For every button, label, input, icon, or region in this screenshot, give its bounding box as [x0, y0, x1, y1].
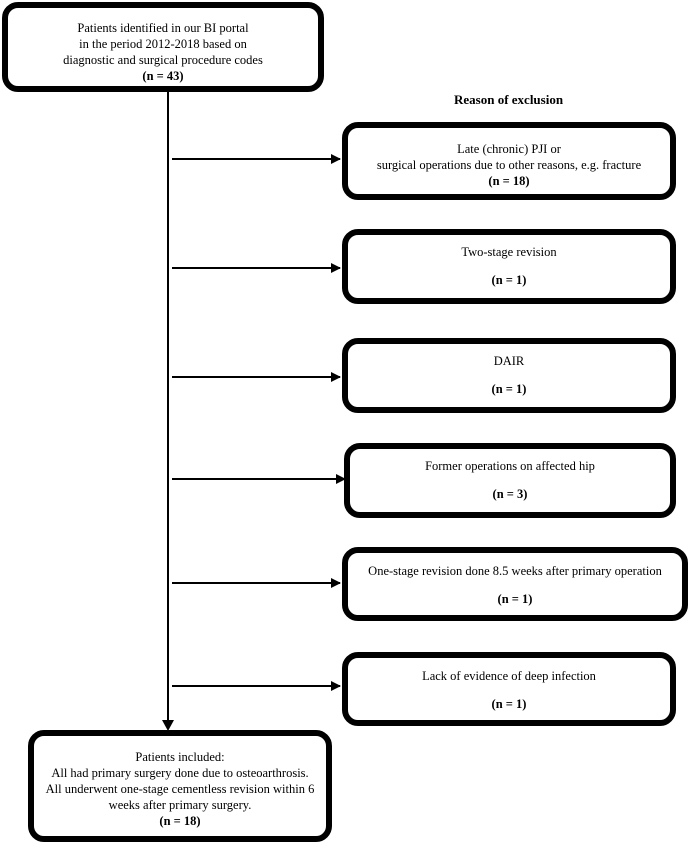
exclusion-box-no-deep-infection: Lack of evidence of deep infection (n = … — [342, 652, 676, 726]
exclusion-6-count: (n = 1) — [491, 697, 527, 711]
exclusion-box-former-operations: Former operations on affected hip (n = 3… — [344, 443, 676, 518]
identified-count: (n = 43) — [142, 69, 184, 83]
exclusion-4-count: (n = 3) — [492, 487, 528, 501]
exclusion-box-one-stage-late: One-stage revision done 8.5 weeks after … — [342, 547, 688, 621]
exclusion-2-count: (n = 1) — [491, 273, 527, 287]
included-patients-box: Patients included: All had primary surge… — [28, 730, 332, 842]
identified-line-2: in the period 2012-2018 based on — [79, 37, 247, 51]
identified-line-3: diagnostic and surgical procedure codes — [63, 53, 263, 67]
exclusion-5-line-1: One-stage revision done 8.5 weeks after … — [368, 564, 662, 578]
exclusion-1-line-2: surgical operations due to other reasons… — [376, 158, 642, 172]
exclusion-box-late-pji: Late (chronic) PJI or surgical operation… — [342, 122, 676, 200]
exclusion-6-line-1: Lack of evidence of deep infection — [422, 669, 596, 683]
main-arrowhead — [162, 720, 174, 731]
included-count: (n = 18) — [159, 814, 201, 828]
included-line-1: Patients included: — [135, 750, 225, 764]
included-line-4: weeks after primary surgery. — [108, 798, 252, 812]
exclusion-3-line-1: DAIR — [493, 354, 525, 368]
included-line-3: All underwent one-stage cementless revis… — [45, 782, 315, 796]
exclusion-heading: Reason of exclusion — [454, 92, 564, 107]
exclusion-5-count: (n = 1) — [497, 592, 533, 606]
identified-patients-box: Patients identified in our BI portal in … — [2, 2, 324, 92]
exclusion-1-line-1: Late (chronic) PJI or — [457, 142, 561, 156]
exclusion-1-count: (n = 18) — [488, 174, 530, 188]
identified-line-1: Patients identified in our BI portal — [77, 21, 249, 35]
included-line-2: All had primary surgery done due to oste… — [51, 766, 309, 780]
exclusion-box-two-stage: Two-stage revision (n = 1) — [342, 229, 676, 304]
exclusion-3-count: (n = 1) — [491, 382, 527, 396]
exclusion-4-line-1: Former operations on affected hip — [425, 459, 595, 473]
exclusion-2-line-1: Two-stage revision — [461, 245, 557, 259]
exclusion-box-dair: DAIR (n = 1) — [342, 338, 676, 413]
